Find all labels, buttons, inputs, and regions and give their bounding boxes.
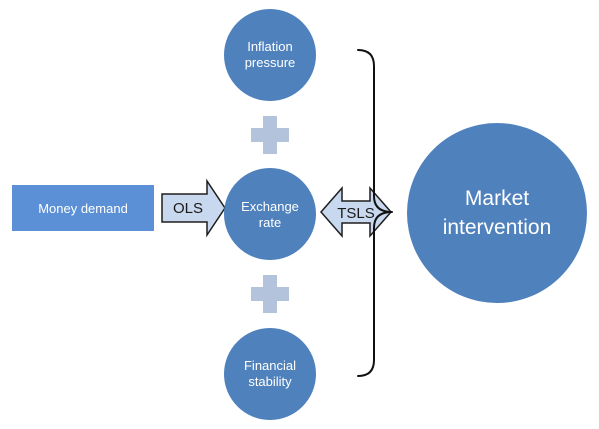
money-demand-rect: [12, 185, 154, 231]
plus-icon-lower: [251, 275, 289, 313]
node-inflation-line2: pressure: [245, 55, 296, 70]
brace-icon: [357, 49, 393, 377]
money-demand-label: Money demand: [38, 201, 128, 216]
node-inflation-circle: [224, 9, 316, 101]
node-inflation-pressure: Inflation pressure: [224, 9, 316, 101]
node-financial-line1: Financial: [244, 358, 296, 373]
ols-arrow-label: OLS: [173, 200, 203, 217]
node-inflation-line1: Inflation: [247, 39, 293, 54]
node-financial-line2: stability: [248, 374, 292, 389]
node-market-circle: [407, 123, 587, 303]
node-exchange-line1: Exchange: [241, 199, 299, 214]
ols-arrow: OLS: [161, 178, 226, 238]
tsls-arrow: TSLS: [320, 186, 392, 238]
node-financial-circle: [224, 328, 316, 420]
node-market-line2: intervention: [443, 216, 552, 239]
money-demand-box: Money demand: [12, 185, 154, 231]
node-market-line1: Market: [465, 187, 529, 210]
node-exchange-line2: rate: [259, 215, 281, 230]
tsls-arrow-label: TSLS: [337, 205, 375, 222]
node-exchange-circle: [224, 168, 316, 260]
plus-icon-upper: [251, 116, 289, 154]
node-market-intervention: Market intervention: [407, 123, 587, 303]
node-financial-stability: Financial stability: [224, 328, 316, 420]
node-exchange-rate: Exchange rate: [224, 168, 316, 260]
